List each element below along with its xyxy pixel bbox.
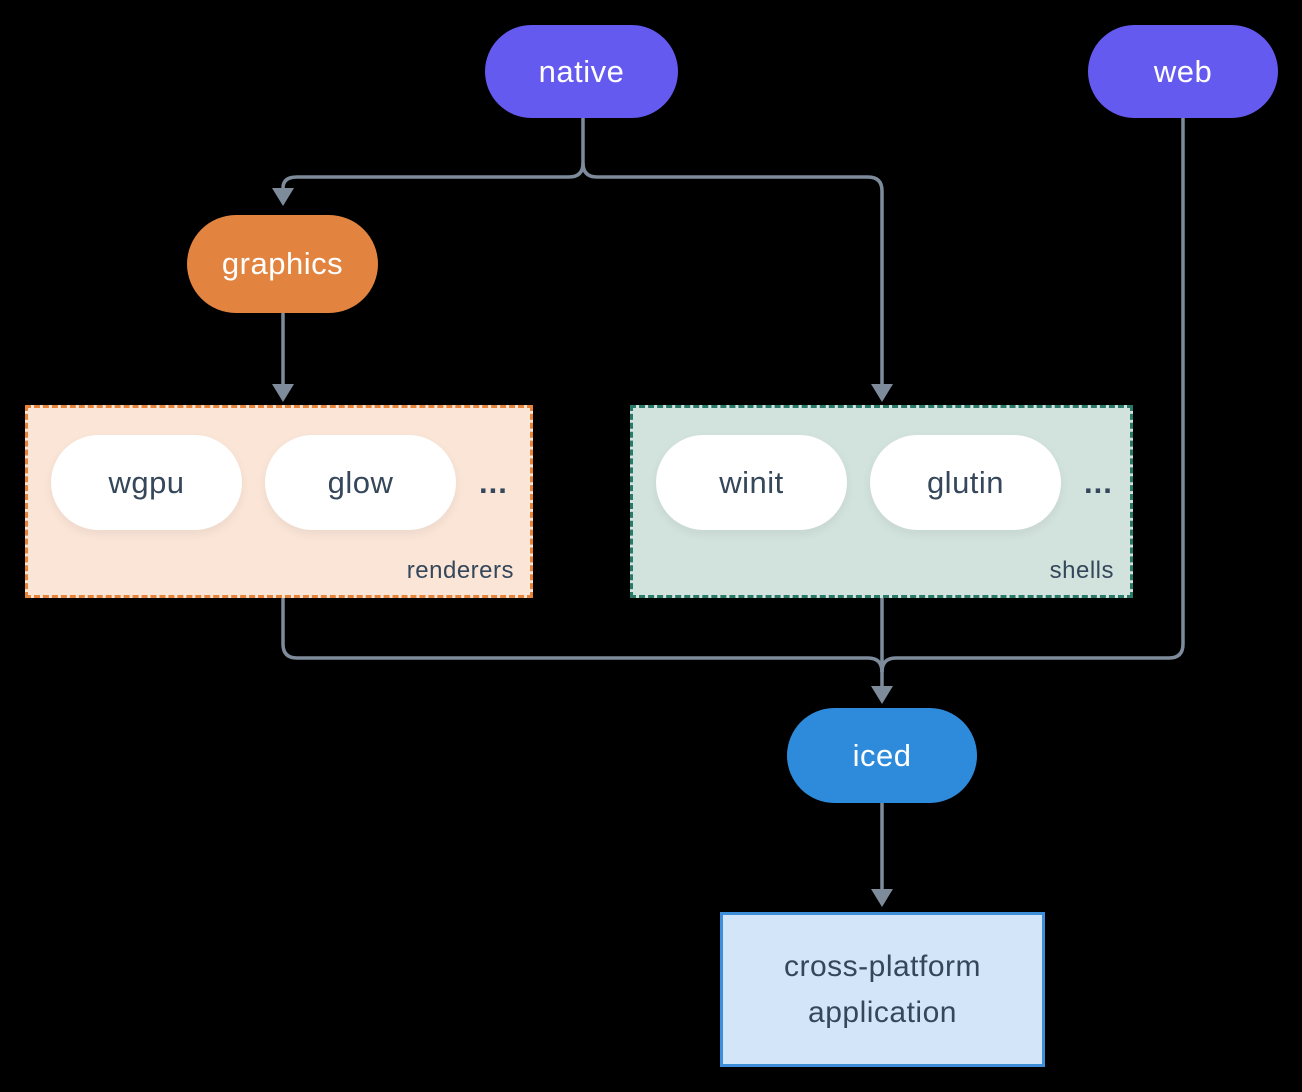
node-glow: glow [265,435,456,530]
renderers-group-label: renderers [406,557,514,584]
node-wgpu: wgpu [51,435,242,530]
edge-native-to-graphics [281,118,585,189]
shells-group-label: shells [1049,557,1114,584]
arrowhead-shells [871,384,893,402]
arrowhead-iced [871,686,893,704]
group-renderers: wgpu glow ... renderers [25,405,533,598]
edge-renderers-to-iced [281,598,884,673]
shells-ellipsis: ... [1084,464,1113,500]
node-iced: iced [787,708,977,803]
group-shells: winit glutin ... shells [630,405,1133,598]
arrowhead-renderers [272,384,294,402]
edge-native-to-shells [581,162,884,384]
node-cross-platform-application: cross-platform application [720,912,1045,1067]
node-native: native [485,25,678,118]
renderers-ellipsis: ... [479,464,508,500]
node-winit: winit [656,435,847,530]
node-glutin: glutin [870,435,1061,530]
arrowhead-graphics [272,188,294,206]
arrowhead-application [871,889,893,907]
node-graphics: graphics [187,215,378,313]
node-web: web [1088,25,1278,118]
